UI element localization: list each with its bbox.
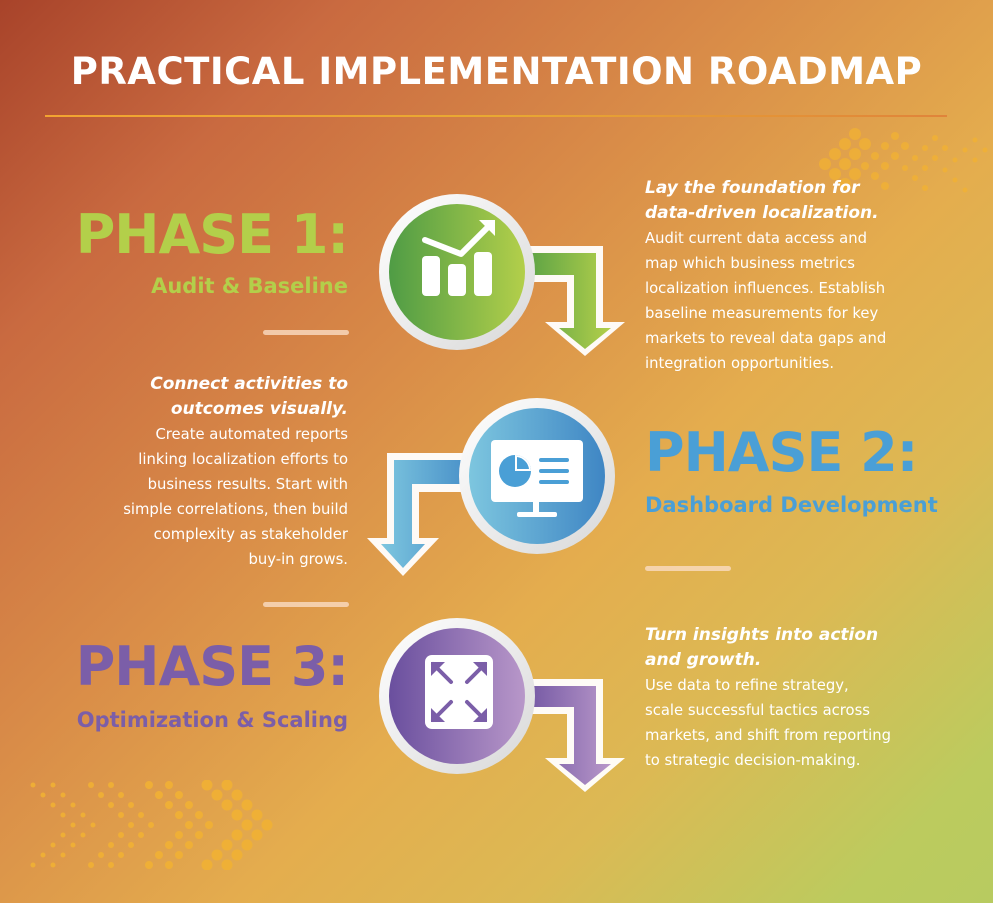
phase-3-body-line: scale successful tactics across: [645, 702, 871, 719]
phase-2-subtitle: Dashboard Development: [645, 493, 938, 517]
phase-3-circle-arrow: [379, 618, 625, 792]
phase-2-body-line: linking localization efforts to: [138, 451, 348, 468]
chart-growth-icon: [422, 220, 495, 296]
phase-1-title: PHASE 1:: [75, 203, 349, 266]
phase-3-subtitle: Optimization & Scaling: [76, 708, 348, 732]
phase-1-subtitle: Audit & Baseline: [151, 274, 348, 298]
phase-2-body-line: simple correlations, then build: [123, 501, 348, 518]
phase-1-body-line: Audit current data access and: [645, 230, 868, 247]
phase-2-description: Connect activities to outcomes visually.…: [48, 372, 348, 572]
phase-2-body-line: buy-in grows.: [248, 551, 348, 568]
phase-2-body-line: business results. Start with: [147, 476, 348, 493]
phase-1-lead-line-2: data-driven localization.: [645, 203, 879, 223]
phase-1-body-line: localization influences. Establish: [645, 280, 886, 297]
phase-1-divider: [263, 330, 349, 335]
phase-3-lead-line-1: Turn insights into action: [645, 625, 879, 645]
expand-arrows-icon: [425, 655, 493, 729]
phase-2-body-line: complexity as stakeholder: [153, 526, 348, 543]
phase-1-body-line: integration opportunities.: [645, 355, 835, 372]
phase-2-circle-arrow: [367, 398, 615, 576]
phase-2-divider-left: [263, 602, 349, 607]
dot-chevrons-decoration-bottom: [30, 780, 273, 870]
phase-2-lead-line-1: Connect activities to: [150, 374, 348, 394]
phase-1-circle-arrow: [379, 194, 625, 356]
phase-3-body-line: to strategic decision-making.: [645, 752, 861, 769]
dashboard-monitor-icon: [491, 440, 583, 517]
phase-1-body-line: markets to reveal data gaps and: [645, 330, 887, 347]
dot-chevrons-decoration-top: [819, 128, 988, 193]
phase-3-lead-line-2: and growth.: [645, 650, 762, 670]
page-title: PRACTICAL IMPLEMENTATION ROADMAP: [70, 50, 923, 93]
phase-2-title: PHASE 2:: [645, 421, 918, 484]
phase-2-body-line: Create automated reports: [155, 426, 348, 443]
phase-1-lead-line-1: Lay the foundation for: [645, 178, 860, 198]
phase-3-title: PHASE 3:: [75, 635, 349, 698]
phase-1-description: Lay the foundation for data-driven local…: [645, 176, 945, 376]
phase-2-divider-right: [645, 566, 731, 571]
phase-3-body-line: Use data to refine strategy,: [645, 677, 849, 694]
title-divider: [45, 115, 947, 117]
phase-3-body-line: markets, and shift from reporting: [645, 727, 892, 744]
phase-3-description: Turn insights into action and growth. Us…: [645, 623, 945, 773]
phase-2-lead-line-2: outcomes visually.: [170, 399, 348, 419]
phase-1-body-line: baseline measurements for key: [645, 305, 879, 322]
phase-1-body-line: map which business metrics: [645, 255, 855, 272]
